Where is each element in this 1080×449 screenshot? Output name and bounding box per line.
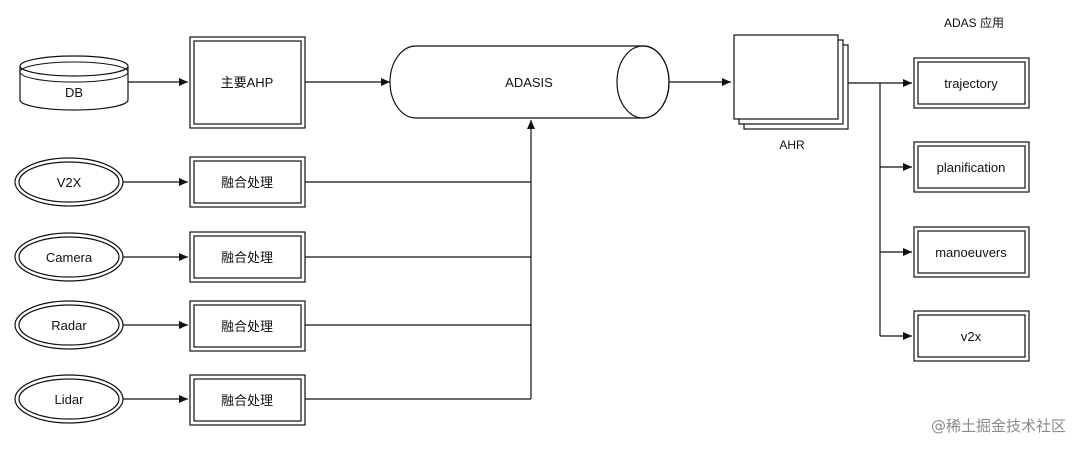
fusion-box-v2x: 融合处理 xyxy=(189,156,306,208)
adasis-bus: ADASIS xyxy=(389,45,670,119)
ahr-label: AHR xyxy=(779,138,805,152)
app-label-trajectory: trajectory xyxy=(944,76,998,91)
db-label: DB xyxy=(65,85,83,100)
fusion-box-radar: 融合处理 xyxy=(189,300,306,352)
app-label-manoeuvers: manoeuvers xyxy=(935,245,1007,260)
source-v2x: V2X xyxy=(14,157,124,207)
fusion-merge-lines xyxy=(305,120,535,400)
main-ahp-box: 主要AHP xyxy=(189,36,306,129)
app-label-v2x: v2x xyxy=(961,329,982,344)
source-lidar: Lidar xyxy=(14,374,124,424)
source-v2x-label: V2X xyxy=(57,175,82,190)
app-box-manoeuvers: manoeuvers xyxy=(913,226,1030,278)
source-camera-label: Camera xyxy=(46,250,93,265)
source-radar: Radar xyxy=(14,300,124,350)
app-box-v2x: v2x xyxy=(913,310,1030,362)
apps-title: ADAS 应用 xyxy=(944,15,1004,30)
adasis-label: ADASIS xyxy=(505,75,553,90)
watermark: @稀土掘金技术社区 xyxy=(931,417,1066,435)
source-camera: Camera xyxy=(14,232,124,282)
fusion-box-lidar: 融合处理 xyxy=(189,374,306,426)
app-box-planification: planification xyxy=(913,141,1030,193)
fusion-label: 融合处理 xyxy=(221,319,273,334)
main-ahp-label: 主要AHP xyxy=(221,75,274,90)
app-box-trajectory: trajectory xyxy=(913,57,1030,109)
fusion-label: 融合处理 xyxy=(221,393,273,408)
ahr-documents: AHR xyxy=(733,34,849,152)
fusion-label: 融合处理 xyxy=(221,175,273,190)
ahr-app-connectors xyxy=(848,79,912,340)
source-radar-label: Radar xyxy=(51,318,87,333)
app-label-planification: planification xyxy=(937,160,1006,175)
fusion-label: 融合处理 xyxy=(221,250,273,265)
source-lidar-label: Lidar xyxy=(55,392,85,407)
db-cylinder: DB xyxy=(19,55,129,111)
fusion-box-camera: 融合处理 xyxy=(189,231,306,283)
